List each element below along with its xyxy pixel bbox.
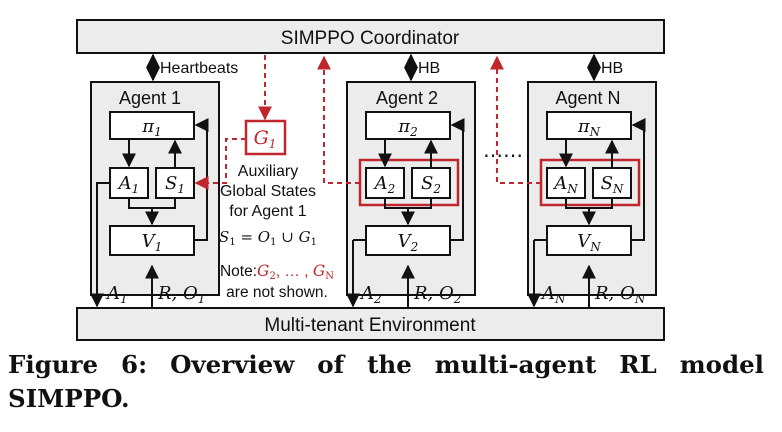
agent-1-state-label: S1 xyxy=(165,173,185,196)
agent-n-value-box xyxy=(546,225,632,256)
agent-2-action-output: A2 xyxy=(359,283,382,306)
agent-n-policy-label: πN xyxy=(577,116,601,139)
environment-label: Multi-tenant Environment xyxy=(264,315,476,336)
agent-2-policy-box xyxy=(365,111,451,140)
environment-box: Multi-tenant Environment xyxy=(76,307,665,341)
agent-1-value-box xyxy=(109,225,195,256)
agent-1-action-output: A1 xyxy=(105,283,128,306)
note-line-2: are not shown. xyxy=(226,284,328,301)
agent-2-actor-box xyxy=(365,167,405,199)
simppo-diagram: SIMPPO Coordinator Multi-tenant Environm… xyxy=(76,19,665,341)
hb-label-n: HB xyxy=(601,60,623,77)
coordinator-box: SIMPPO Coordinator xyxy=(76,19,665,54)
agent-1-value-label: V1 xyxy=(142,231,163,254)
heartbeats-label: Heartbeats xyxy=(160,60,238,77)
agent-1-policy-box xyxy=(109,111,195,140)
agent-n-to-coordinator-arrow xyxy=(490,55,541,184)
g1-to-s1-arrow xyxy=(194,138,246,190)
agents-ellipsis: ⋯⋯ xyxy=(483,145,523,167)
agent-n-actor-box xyxy=(546,167,586,199)
agent-2-actor-label: A2 xyxy=(373,173,396,196)
agent-n-state-label: SN xyxy=(601,173,624,196)
figure-caption: Figure 6: Overview of the multi-agent RL… xyxy=(8,350,764,413)
global-state-equation: S1 = O1 ∪ G1 xyxy=(219,228,317,248)
global-state-box xyxy=(244,119,287,156)
agent-2-value-box xyxy=(365,225,451,256)
agent-2-reward-input: R, O2 xyxy=(413,283,461,306)
global-state-label: G1 xyxy=(254,127,277,151)
hb-label-2: HB xyxy=(418,60,440,77)
global-state-desc-3: for Agent 1 xyxy=(229,203,306,220)
agent-n-actor-label: AN xyxy=(552,173,578,196)
agent-2: Agent 2 π2 A2 S2 V2 xyxy=(346,81,476,308)
agent-2-title: Agent 2 xyxy=(376,88,438,108)
global-state-desc-2: Global States xyxy=(220,183,316,200)
coordinator-label: SIMPPO Coordinator xyxy=(281,28,460,49)
agent-n-title: Agent N xyxy=(555,88,620,108)
agent-1-actor-box xyxy=(109,167,149,199)
agent-1-title: Agent 1 xyxy=(119,88,181,108)
agent-1-policy-label: π1 xyxy=(141,116,161,139)
agent-n-reward-input: R, ON xyxy=(594,283,646,306)
agent-1: Agent 1 π1 A1 S1 V1 xyxy=(90,81,220,308)
agent-1-reward-input: R, O1 xyxy=(157,283,205,306)
agent-2-to-coordinator-arrow xyxy=(317,55,360,184)
agent-1-actor-label: A1 xyxy=(117,173,140,196)
agent-n-value-label: VN xyxy=(577,231,601,254)
agent-n: Agent N πN AN SN VN xyxy=(527,81,657,308)
agent-2-policy-label: π2 xyxy=(397,116,417,139)
note-line-1: Note:G2, … , GN xyxy=(220,262,334,282)
agent-2-state-label: S2 xyxy=(421,173,441,196)
agent-n-action-output: AN xyxy=(540,283,566,306)
global-state-desc-1: Auxiliary xyxy=(238,163,298,180)
agent-n-policy-box xyxy=(546,111,632,140)
agent-2-value-label: V2 xyxy=(398,231,419,254)
